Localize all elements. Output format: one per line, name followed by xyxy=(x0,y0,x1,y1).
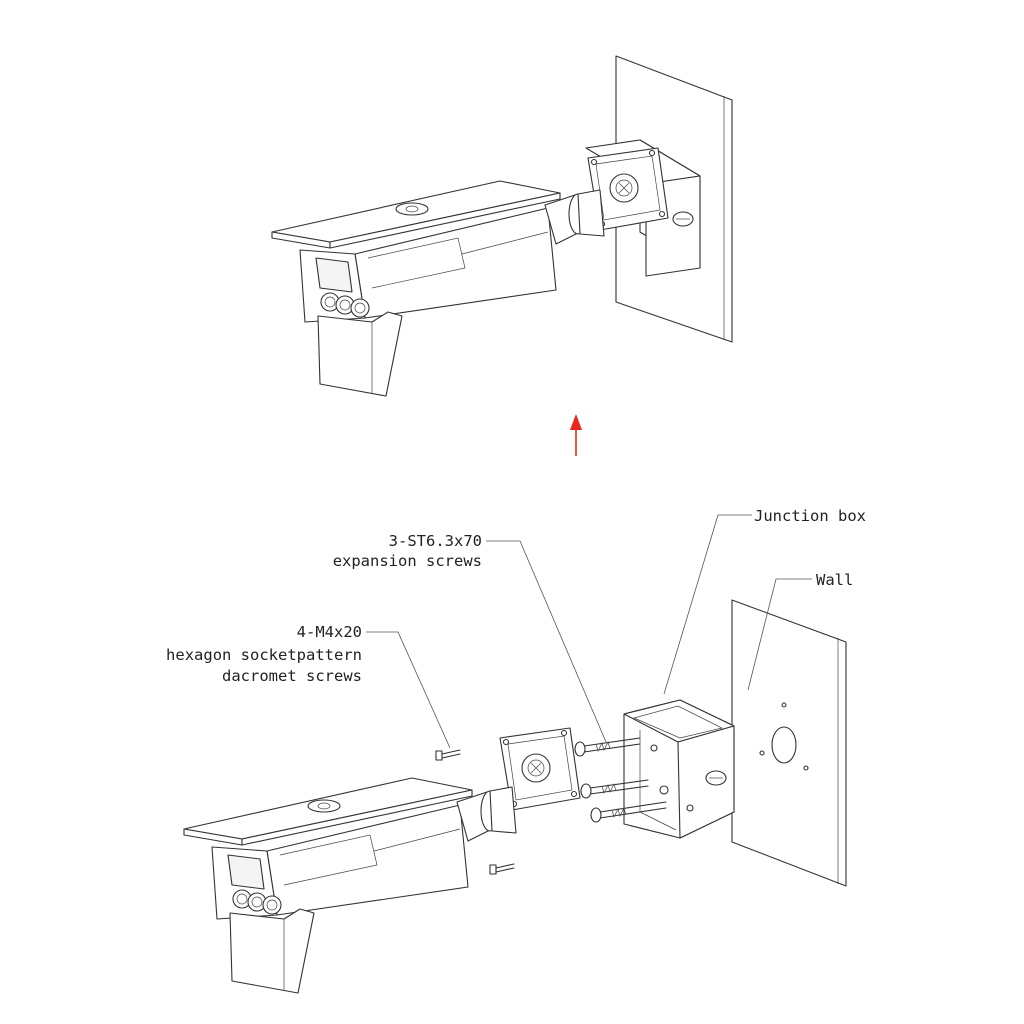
label-expansion-screws-name: expansion screws xyxy=(333,552,482,570)
label-wall: Wall xyxy=(816,571,853,589)
camera-assembled xyxy=(271,180,605,397)
assembled-view xyxy=(271,55,733,397)
leader-expansion-screws xyxy=(486,540,607,743)
hex-socket-screw-top xyxy=(435,749,461,761)
label-hex-screws-qty: 4-M4x20 xyxy=(297,623,362,641)
label-hex-screws-line3: dacromet screws xyxy=(222,667,362,685)
label-expansion-screws-qty: 3-ST6.3x70 xyxy=(389,532,482,550)
expansion-screws xyxy=(574,737,667,823)
label-hex-screws-line2: hexagon socketpattern xyxy=(166,646,362,664)
label-junction-box: Junction box xyxy=(754,507,866,525)
junction-box xyxy=(623,699,735,839)
hex-socket-screw-bottom xyxy=(489,863,515,875)
expansion-screw xyxy=(574,737,641,757)
wall-panel xyxy=(731,599,847,887)
leader-hex-screws xyxy=(366,631,451,749)
leader-junction-box xyxy=(663,514,752,695)
leader-wall xyxy=(747,578,812,691)
expansion-screw xyxy=(590,801,667,823)
up-arrow xyxy=(570,414,582,456)
exploded-view xyxy=(183,514,847,994)
expansion-screw xyxy=(580,779,649,799)
camera-exploded xyxy=(183,777,517,994)
